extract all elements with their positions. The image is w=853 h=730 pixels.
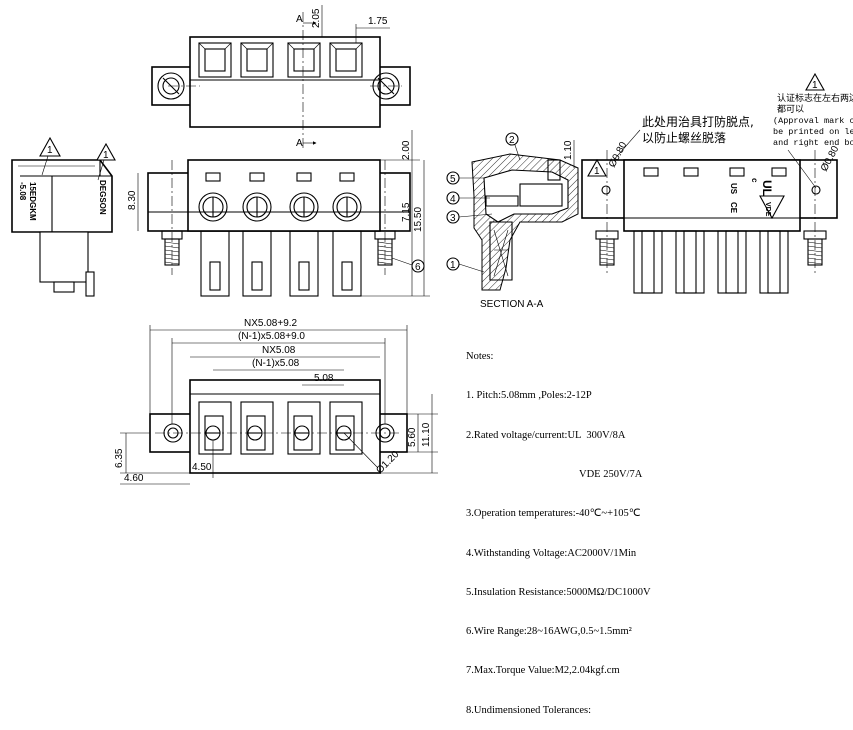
front-pins [200,230,362,297]
svg-text:3: 3 [450,213,456,224]
note-item: VDE 250V/7A [579,469,643,481]
side-body [11,159,113,233]
warning-mark-left [39,136,61,157]
dim-bottom-nx-a: NX5.08+9.2 [244,318,298,329]
technical-drawing: A A 2.05 1.75 [11,5,853,485]
hole-left [601,185,611,195]
dim-bottom-nx-c: NX5.08 [262,345,296,356]
note-item: 3.Operation temperatures:-40℃~+105℃ [466,508,641,520]
annotation-cn-2: 以防止螺丝脱落 [642,130,726,145]
svg-text:认证标志在左右两边: 认证标志在左右两边 [777,92,853,104]
side-view: 15EDGKM -5.08 DEGSON 1 1 [11,136,116,297]
svg-text:VDE: VDE [764,202,771,217]
svg-text:and right end both): and right end both) [773,138,853,148]
warning-mark-right [96,142,116,161]
svg-text:6: 6 [415,262,421,273]
approval-marks: US c UL CE VDE [729,178,785,220]
side-print-pitch: -5.08 [18,182,27,201]
dim-bottom-nx-b: (N-1)x5.08+9.0 [238,331,305,342]
note-item: 7.Max.Torque Value:M2,2.04kgf.cm [466,665,620,677]
dim-right-c: 15.50 [413,207,424,232]
warning-mark-approval [805,72,825,91]
svg-text:2: 2 [509,135,515,146]
side-print-model: 15EDGKM [28,182,37,221]
approval-note: 认证标志在左右两边 都可以 (Approval mark can be prin… [773,92,853,148]
front-view: 8.30 2.00 7.15 15.50 6 [127,130,430,297]
note-item: 1. Pitch:5.08mm ,Poles:2-12P [466,390,592,402]
section-mark-bottom: A [296,138,303,149]
hole-right [811,185,821,195]
top-body [189,36,381,128]
dim-w-450: 4.50 [192,462,212,473]
svg-text:5: 5 [450,174,456,185]
note-item: 5.Insulation Resistance:5000MΩ/DC1000V [466,586,651,598]
note-item: 2.Rated voltage/current:UL 300V/8A [466,429,626,441]
bottom-openings [198,401,363,455]
note-item: 8.Undimensioned Tolerances: [466,704,592,716]
dim-h-1110: 11.10 [421,422,432,447]
dim-h-635: 6.35 [114,448,125,468]
rear-view: US c UL CE VDE Ø0.80 Ø0.80 1 [581,72,842,294]
notes-title: Notes: [466,351,494,363]
top-view: A A 2.05 1.75 [151,5,411,150]
rear-pins [633,230,789,294]
svg-text:UL: UL [760,180,774,196]
note-item: 6.Wire Range:28~16AWG,0.5~1.5mm² [466,626,632,638]
section-mark-top: A [296,14,303,25]
svg-text:(Approval mark can: (Approval mark can [773,116,853,126]
note-item: 4.Withstanding Voltage:AC2000V/1Min [466,547,637,559]
dim-w-460: 4.60 [124,473,144,484]
front-flange-screws [161,230,396,266]
svg-text:c: c [750,178,759,183]
warning-mark-rear [587,158,607,177]
bottom-view: NX5.08+9.2 (N-1)x5.08+9.0 NX5.08 (N-1)x5… [114,318,438,485]
svg-text:1: 1 [47,145,53,156]
svg-text:CE: CE [729,202,738,214]
dim-top-height: 2.05 [311,8,322,28]
svg-text:1: 1 [594,166,600,177]
annotation-cn-1: 此处用治具打防脱点, [642,114,754,129]
right-screw-top [372,72,400,100]
dim-top-width: 1.75 [368,16,388,27]
svg-text:be printed on left: be printed on left [773,127,853,137]
callout-6 [411,259,425,273]
dim-body-height: 8.30 [127,190,138,210]
dim-bottom-nx-d: (N-1)x5.08 [252,358,300,369]
dim-section-height: 1.10 [563,140,574,160]
svg-text:都可以: 都可以 [777,104,804,115]
notes-block: Notes: 1. Pitch:5.08mm ,Poles:2-12P 2.Ra… [466,324,651,730]
side-print-brand: DEGSON [98,180,107,215]
dim-right-b: 7.15 [401,202,412,222]
dim-right-a: 2.00 [401,140,412,160]
rear-flange-screws [595,230,827,266]
svg-text:1: 1 [812,80,818,91]
dim-pitch: 5.08 [314,373,334,384]
section-label: SECTION A-A [480,299,544,310]
dim-h-560: 5.60 [407,427,418,447]
section-view: 2 5 4 3 1 SECTION A-A 1.10 [446,132,579,310]
svg-text:4: 4 [450,194,456,205]
callout-2 [505,132,519,146]
svg-text:1: 1 [103,150,109,161]
bottom-body [189,379,381,474]
top-openings [198,42,363,78]
left-screw-top [157,72,185,100]
front-screws [198,172,362,222]
dim-hole-b: Ø0.80 [819,144,842,174]
svg-text:1: 1 [450,260,456,271]
svg-text:US: US [729,183,738,195]
